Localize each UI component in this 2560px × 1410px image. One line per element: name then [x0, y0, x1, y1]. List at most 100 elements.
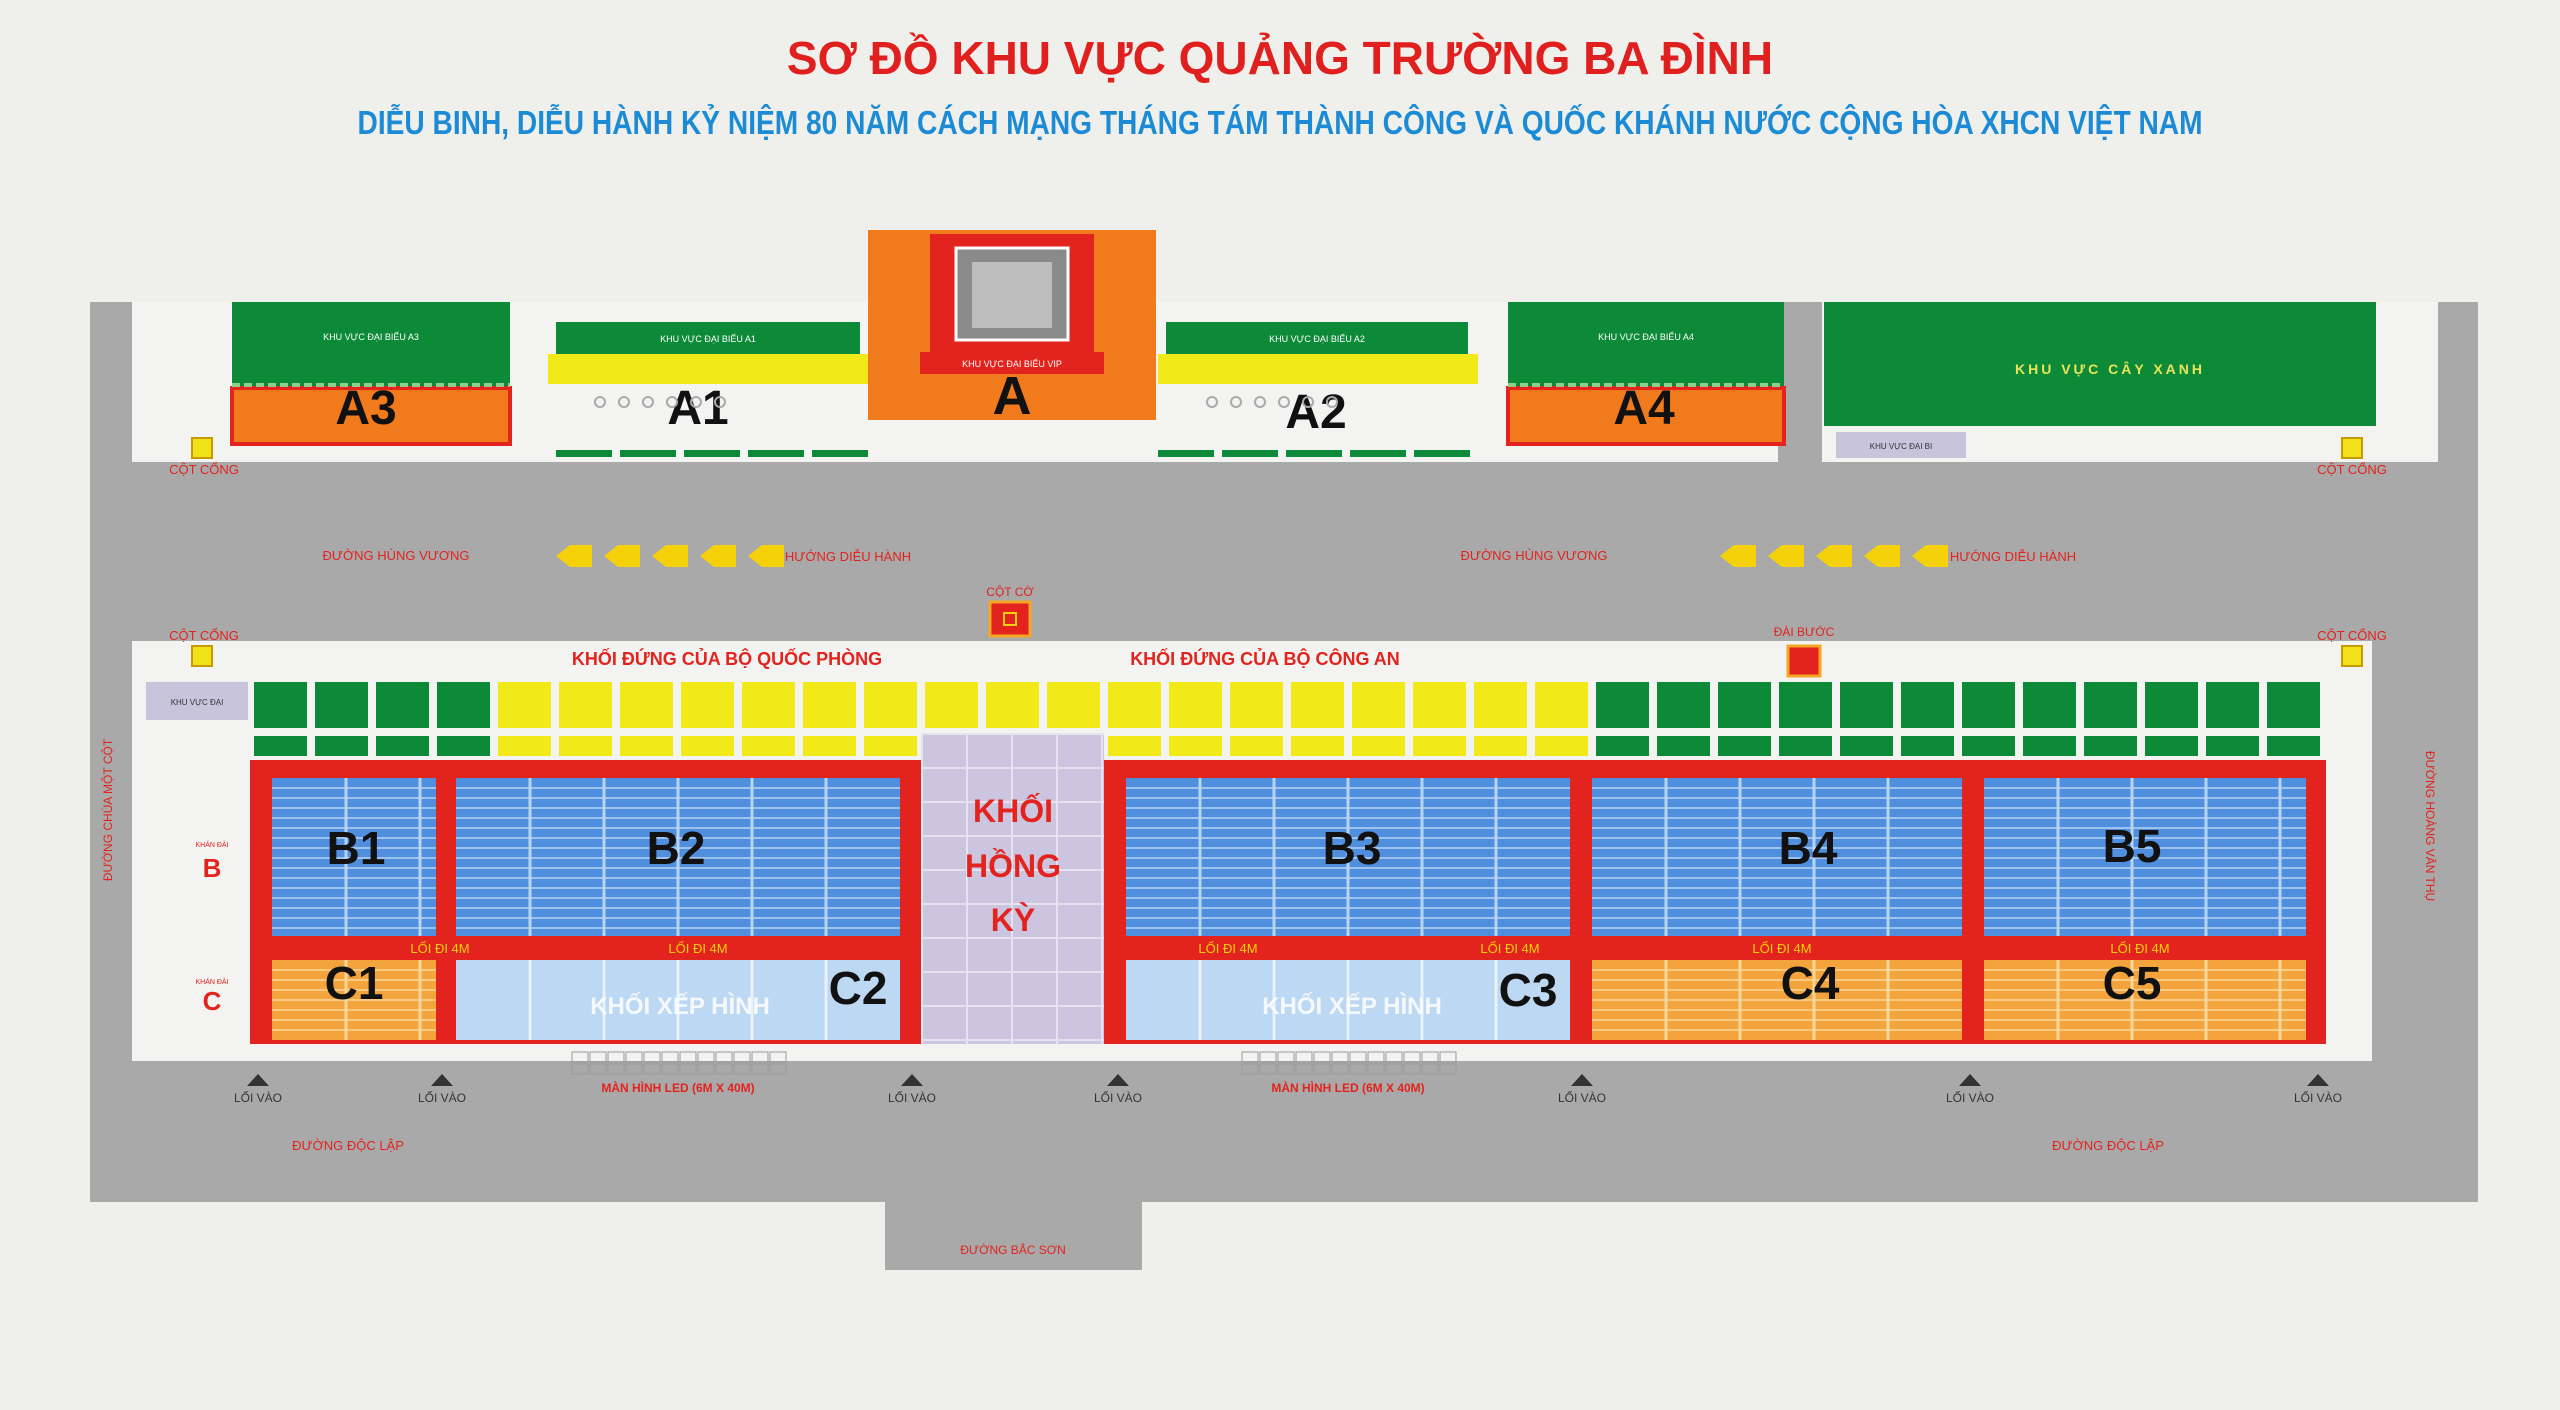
- road-label-hoang-van-thu: ĐƯỜNG HOÀNG VĂN THỤ: [2423, 751, 2438, 901]
- zone-a1[interactable]: KHU VỰC ĐẠI BIỂU A1 A1: [548, 322, 868, 435]
- led-panel: [1313, 1051, 1331, 1063]
- entry-dash: [1158, 450, 1214, 457]
- entrance-label: LỐI VÀO: [2294, 1090, 2342, 1105]
- section-b4[interactable]: B4: [1779, 822, 1838, 874]
- aisle-label: LỐI ĐI 4M: [668, 941, 727, 956]
- svg-text:KHU VỰC ĐẠI BIỂU A1: KHU VỰC ĐẠI BIỂU A1: [660, 333, 756, 344]
- zone-a2-label: A2: [1285, 386, 1346, 439]
- parade-direction-arrows: [1720, 545, 1948, 567]
- led-panel: [625, 1051, 643, 1063]
- aisle-label: LỐI ĐI 4M: [410, 941, 469, 956]
- standing-block: [376, 736, 429, 756]
- section-c4[interactable]: C4: [1781, 957, 1840, 1009]
- section-c3[interactable]: C3: [1499, 964, 1558, 1016]
- standing-block: [1840, 736, 1893, 756]
- section-b1[interactable]: B1: [327, 822, 386, 874]
- svg-text:KHU VỰC ĐẠI BI: KHU VỰC ĐẠI BI: [1870, 442, 1932, 451]
- road-label-chua-mot-cot: ĐƯỜNG CHÙA MỘT CỘT: [100, 738, 115, 881]
- section-b5[interactable]: B5: [2103, 820, 2162, 872]
- led-panel: [589, 1051, 607, 1063]
- entrance-arrow-icon: [1107, 1074, 1129, 1086]
- section-b3[interactable]: B3: [1323, 822, 1382, 874]
- seating-sections: [272, 778, 2306, 1040]
- standing-block: [254, 736, 307, 756]
- standing-block: [1779, 736, 1832, 756]
- arrow-left-icon: [1768, 545, 1804, 567]
- entry-dash: [556, 450, 612, 457]
- standing-block: [864, 682, 917, 728]
- led-panel: [1367, 1051, 1385, 1063]
- led-panel: [589, 1063, 607, 1075]
- standing-block: [803, 682, 856, 728]
- hong-ky-line3: KỲ: [991, 902, 1035, 938]
- standing-block: [1596, 736, 1649, 756]
- led-panel: [1349, 1063, 1367, 1075]
- seat-dot: [1230, 396, 1242, 408]
- entrance-arrow-icon: [2307, 1074, 2329, 1086]
- section-c2[interactable]: C2: [829, 962, 888, 1014]
- led-panel: [769, 1051, 787, 1063]
- standing-block: [2084, 736, 2137, 756]
- standing-block: [1230, 682, 1283, 728]
- led-panel: [1277, 1051, 1295, 1063]
- parade-direction-label: HƯỚNG DIỄU HÀNH: [785, 549, 911, 564]
- standing-block: [2206, 736, 2259, 756]
- entrance-label: LỐI VÀO: [1094, 1090, 1142, 1105]
- svg-text:KHU VỰC ĐẠI: KHU VỰC ĐẠI: [171, 698, 224, 707]
- gate-post-label: CỘT CỔNG: [169, 462, 239, 477]
- zone-a3[interactable]: KHU VỰC ĐẠI BIỂU A3 A3: [230, 302, 512, 446]
- hong-ky-line1: KHỐI: [973, 793, 1053, 829]
- gate-post-top-right: [2341, 437, 2363, 459]
- flag-pole: [988, 600, 1032, 638]
- standing-block: [1169, 682, 1222, 728]
- a1-entry-marks: [556, 396, 868, 457]
- standing-block: [681, 736, 734, 756]
- seat-dot: [714, 396, 726, 408]
- road-label-hung-vuong: ĐƯỜNG HÙNG VƯƠNG: [322, 548, 469, 563]
- standing-block: [2145, 736, 2198, 756]
- entrance-label: LỐI VÀO: [418, 1090, 466, 1105]
- led-panel: [679, 1051, 697, 1063]
- entrance-arrow-icon: [431, 1074, 453, 1086]
- flag-pole-inner: [1003, 612, 1017, 626]
- standing-block: [925, 682, 978, 728]
- standing-block: [254, 682, 307, 728]
- led-panel: [1313, 1063, 1331, 1075]
- zone-a2[interactable]: KHU VỰC ĐẠI BIỂU A2 A2: [1158, 322, 1478, 439]
- arrow-left-icon: [652, 545, 688, 567]
- gate-post-top-left: [191, 437, 213, 459]
- seat-dot: [1326, 396, 1338, 408]
- zone-a4[interactable]: KHU VỰC ĐẠI BIỂU A4 A4: [1506, 302, 1786, 446]
- left-small-box: [146, 682, 248, 720]
- aisle-label: LỐI ĐI 4M: [1480, 941, 1539, 956]
- gate-post-label: CỘT CỔNG: [169, 628, 239, 643]
- entrance-label: LỐI VÀO: [234, 1090, 282, 1105]
- map-title: SƠ ĐỒ KHU VỰC QUẢNG TRƯỜNG BA ĐÌNH: [787, 32, 1773, 84]
- led-panel: [769, 1063, 787, 1075]
- gate-post-mid-left: [191, 645, 213, 667]
- zone-a-vip[interactable]: KHU VỰC ĐẠI BIỂU VIP A: [868, 230, 1156, 426]
- standing-block: [1108, 736, 1161, 756]
- led-panel: [715, 1051, 733, 1063]
- led-panel: [1403, 1063, 1421, 1075]
- entry-dash: [1350, 450, 1406, 457]
- seat-dot: [690, 396, 702, 408]
- standing-block: [681, 682, 734, 728]
- standing-block: [803, 736, 856, 756]
- standing-block: [1840, 682, 1893, 728]
- standing-block: [620, 682, 673, 728]
- section-c5[interactable]: C5: [2103, 957, 2162, 1009]
- standing-block: [1657, 682, 1710, 728]
- arrow-left-icon: [700, 545, 736, 567]
- arrow-left-icon: [1816, 545, 1852, 567]
- section-b2[interactable]: B2: [647, 822, 706, 874]
- standing-block: [1535, 682, 1588, 728]
- row-b-tag: KHÁN ĐÀI: [195, 840, 228, 849]
- standing-block: [315, 682, 368, 728]
- standing-block: [1352, 736, 1405, 756]
- section-c1[interactable]: C1: [325, 957, 384, 1009]
- aisle-label: LỐI ĐI 4M: [1752, 941, 1811, 956]
- led-panel: [715, 1063, 733, 1075]
- led-screen-left: [571, 1051, 787, 1075]
- bac-son-road: [885, 1190, 1142, 1270]
